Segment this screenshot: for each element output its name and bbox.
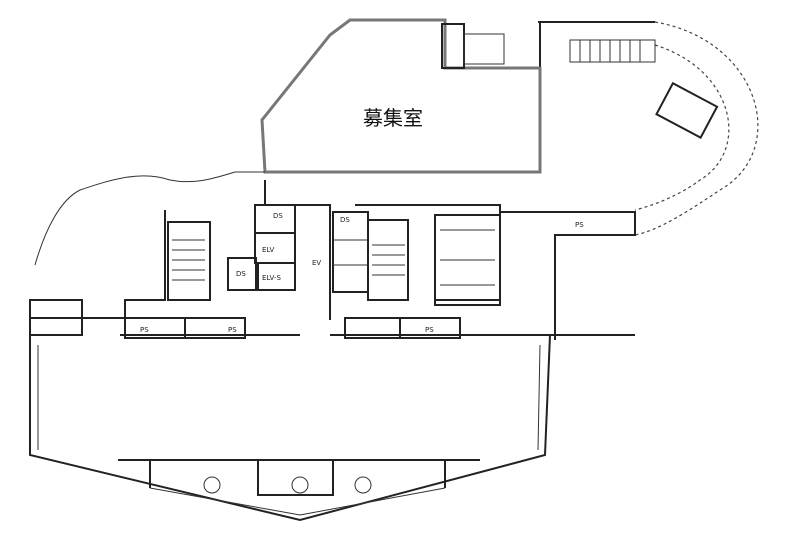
label-ps: PS — [140, 326, 149, 334]
office-floor — [29, 334, 551, 522]
room-name-label: 募集室 — [363, 106, 423, 130]
recruitment-room: 募集室 — [260, 18, 542, 174]
core-area: DS DS DS ELV ELV-S EV PS PS PS PS — [29, 180, 636, 340]
label-ds: DS — [340, 216, 350, 224]
label-ev: EV — [312, 259, 321, 267]
label-elv: ELV — [262, 246, 275, 254]
label-ds: DS — [273, 212, 283, 220]
label-ps: PS — [228, 326, 237, 334]
east-wing — [538, 21, 759, 236]
label-ds: DS — [236, 270, 246, 278]
label-ps: PS — [425, 326, 434, 334]
label-elv-s: ELV-S — [262, 274, 281, 282]
planting-outline — [34, 171, 265, 266]
label-ps: PS — [575, 221, 584, 229]
